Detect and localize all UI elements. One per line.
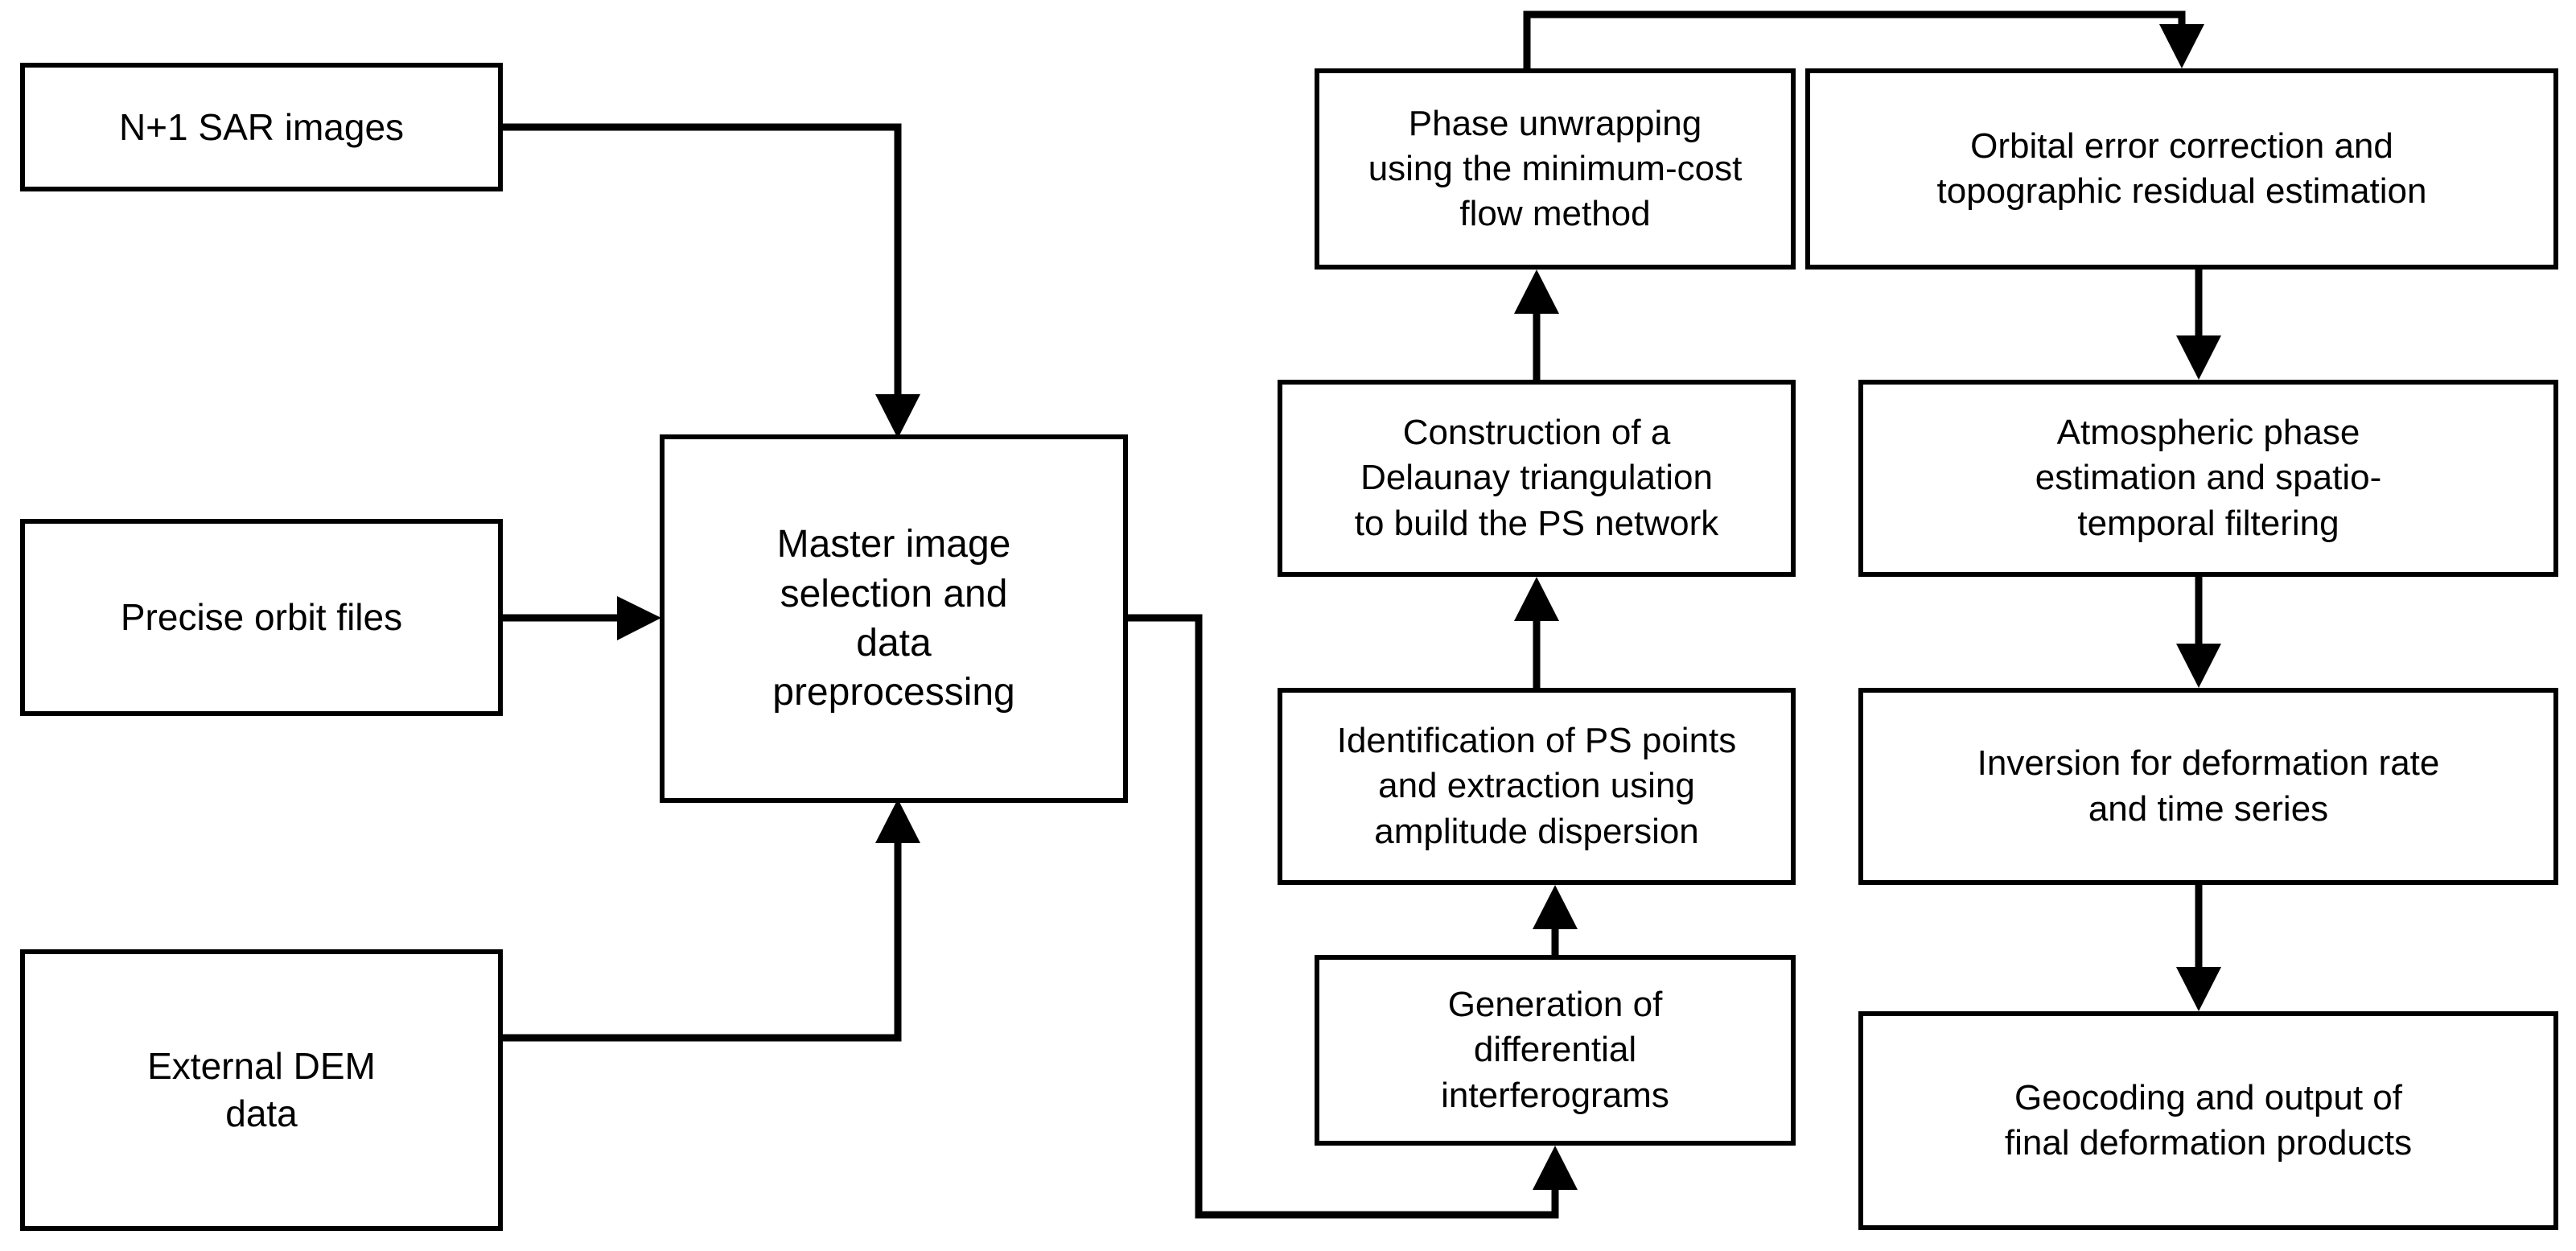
node-differential-interferograms-label: Generation of differential interferogram…	[1441, 985, 1669, 1115]
node-phase-unwrapping-label: Phase unwrapping using the minimum-cost …	[1368, 103, 1743, 234]
edge-inversion-to-geocoding	[2176, 885, 2221, 1011]
node-orbital-error-correction-label: Orbital error correction and topographic…	[1936, 126, 2427, 211]
node-sar-images[interactable]: N+1 SAR images	[20, 63, 503, 191]
node-master-image-label: Master image selection and data preproce…	[772, 523, 1015, 714]
node-dem-data-label: External DEM data	[147, 1045, 376, 1134]
node-atmospheric-phase[interactable]: Atmospheric phase estimation and spatio-…	[1858, 380, 2558, 577]
node-ps-points[interactable]: Identification of PS points and extracti…	[1278, 688, 1796, 885]
node-orbit-files[interactable]: Precise orbit files	[20, 519, 503, 716]
node-ps-points-label: Identification of PS points and extracti…	[1336, 721, 1737, 851]
edge-unwrapping-to-orbital	[1523, 10, 2204, 68]
edge-dem-to-master	[503, 799, 920, 1042]
edge-interferograms-to-ps	[1533, 885, 1578, 955]
node-dem-data[interactable]: External DEM data	[20, 949, 503, 1231]
edge-orbital-to-atmospheric	[2176, 270, 2221, 380]
node-atmospheric-phase-label: Atmospheric phase estimation and spatio-…	[2035, 413, 2382, 543]
node-orbit-files-label: Precise orbit files	[120, 596, 403, 639]
node-differential-interferograms[interactable]: Generation of differential interferogram…	[1315, 955, 1796, 1146]
node-phase-unwrapping[interactable]: Phase unwrapping using the minimum-cost …	[1315, 68, 1796, 270]
node-delaunay-triangulation-label: Construction of a Delaunay triangulation…	[1354, 413, 1719, 543]
node-sar-images-label: N+1 SAR images	[118, 105, 405, 148]
node-geocoding-output[interactable]: Geocoding and output of final deformatio…	[1858, 1011, 2558, 1230]
edge-delaunay-to-unwrapping	[1514, 270, 1559, 380]
node-delaunay-triangulation[interactable]: Construction of a Delaunay triangulation…	[1278, 380, 1796, 577]
edge-atmospheric-to-inversion	[2176, 577, 2221, 688]
node-inversion-deformation-label: Inversion for deformation rate and time …	[1977, 743, 2440, 829]
edge-orbit-to-master	[503, 596, 661, 640]
node-inversion-deformation[interactable]: Inversion for deformation rate and time …	[1858, 688, 2558, 885]
node-master-image[interactable]: Master image selection and data preproce…	[660, 434, 1128, 803]
edge-sar-to-master	[503, 123, 920, 438]
node-orbital-error-correction[interactable]: Orbital error correction and topographic…	[1805, 68, 2558, 270]
edge-ps-to-delaunay	[1514, 577, 1559, 688]
node-geocoding-output-label: Geocoding and output of final deformatio…	[2004, 1077, 2413, 1163]
